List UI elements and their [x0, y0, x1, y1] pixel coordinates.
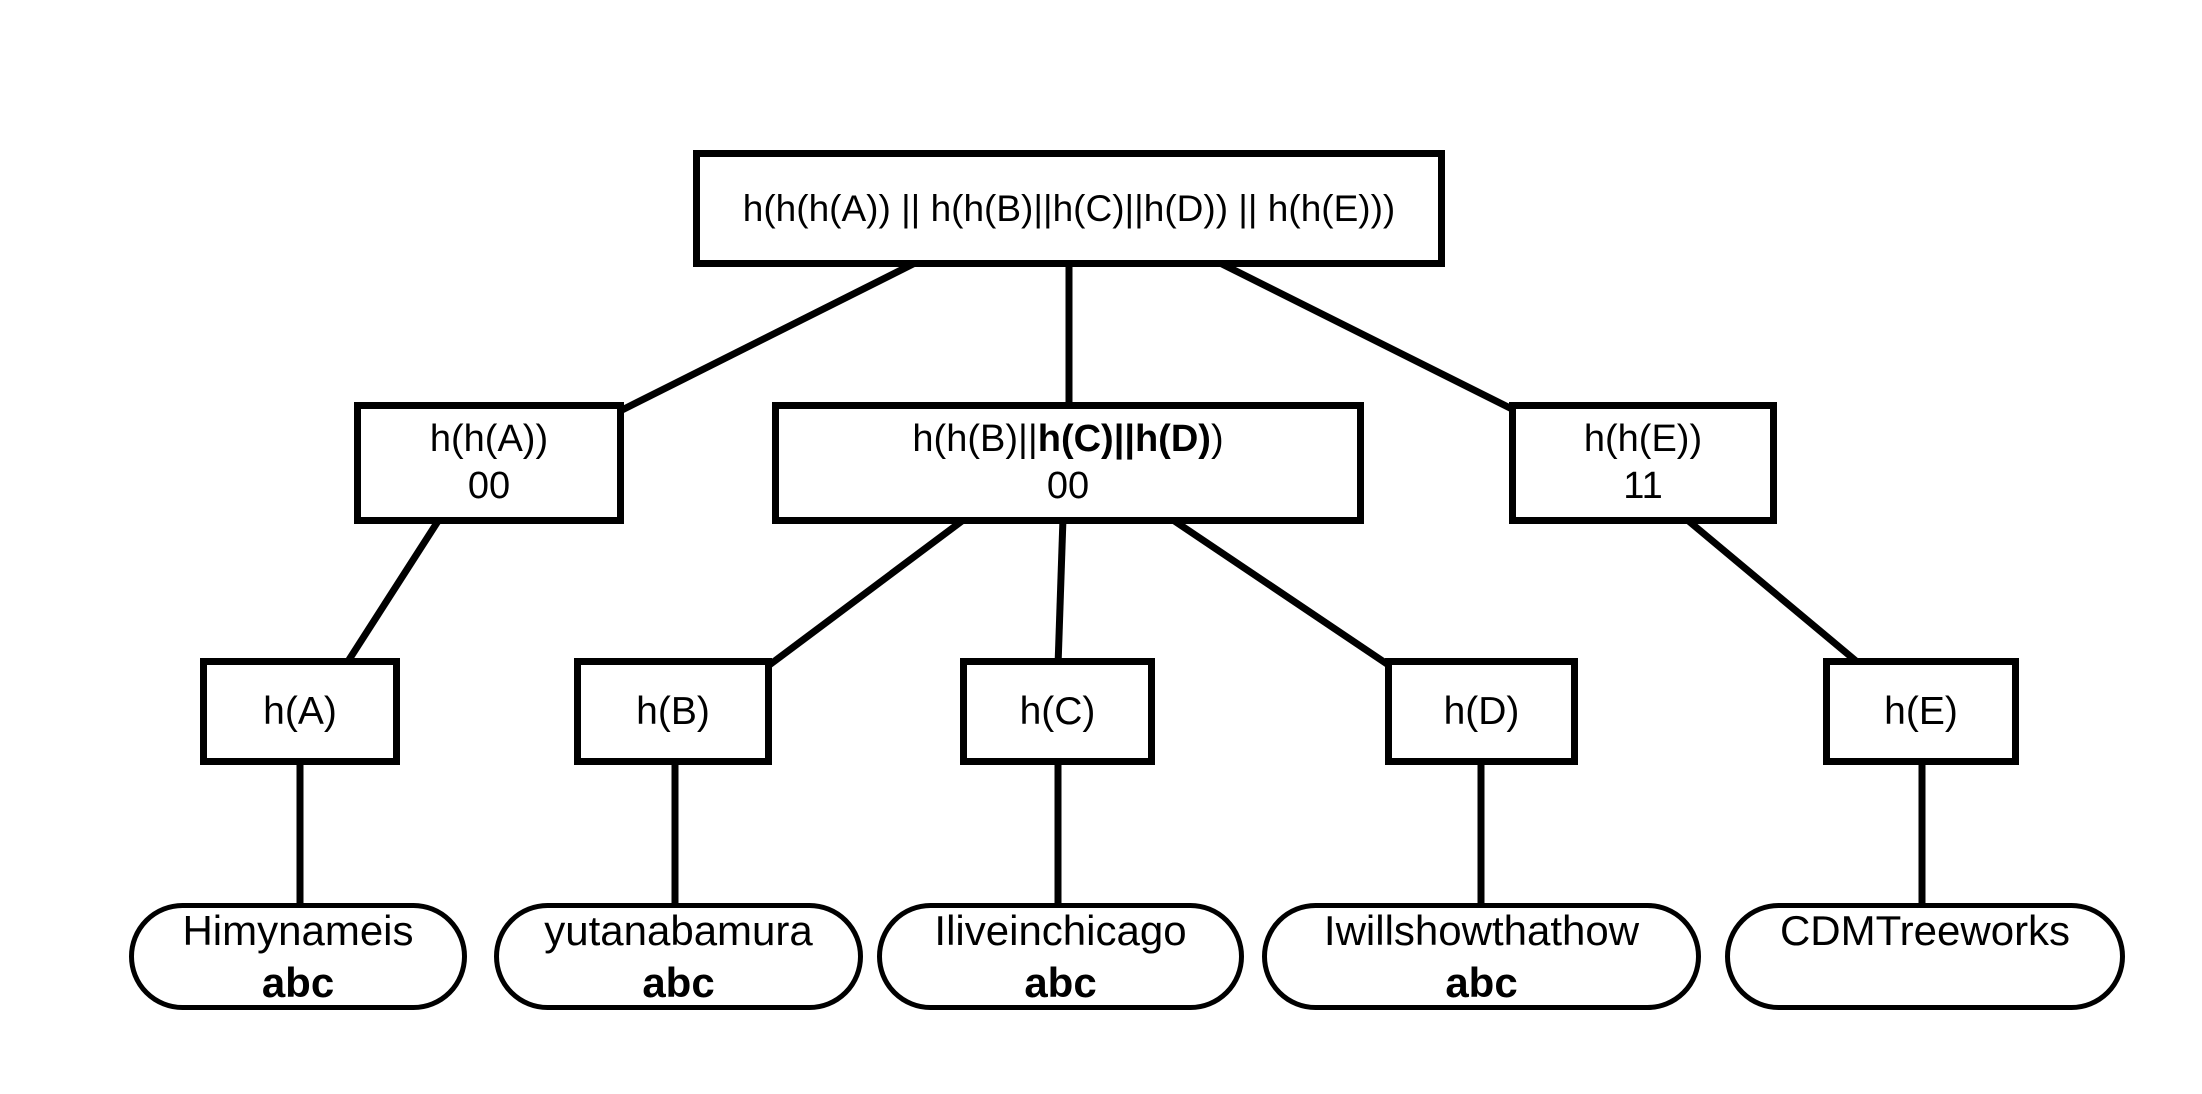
data-block-D-label: Iwillshowthathow	[1323, 906, 1640, 954]
leaf-hash-label-hA: h(A)	[263, 689, 337, 733]
leaf-hash-node-hB: h(B)	[574, 658, 772, 765]
internal-node-hhA-value: 00	[467, 465, 511, 507]
data-block-D: Iwillshowthathow abc	[1262, 903, 1701, 1010]
edge-root-midE	[1218, 259, 1516, 414]
data-block-B: yutanabamura abc	[494, 903, 863, 1010]
leaf-hash-label-hB: h(B)	[636, 689, 710, 733]
internal-node-hhBCD: h(h(B)||h(C)||h(D)) 00	[772, 402, 1364, 524]
data-block-E: CDMTreeworks	[1725, 903, 2125, 1010]
data-block-A-label: Himynameis	[182, 906, 414, 954]
data-block-C-label: Iliveinchicago	[934, 906, 1187, 954]
leaf-hash-label-hE: h(E)	[1884, 689, 1958, 733]
internal-node-hhE-label: h(h(E))	[1583, 418, 1703, 460]
data-block-B-label: yutanabamura	[544, 906, 813, 954]
data-block-D-value: abc	[1445, 958, 1518, 1006]
internal-node-hhA: h(h(A)) 00	[354, 402, 624, 524]
edge-midBCD-leafC	[1054, 517, 1067, 667]
internal-node-hhE-value: 11	[1623, 465, 1663, 507]
data-block-B-value: abc	[642, 958, 715, 1006]
edge-midA-leafA	[342, 516, 443, 668]
internal-node-hhBCD-label: h(h(B)||h(C)||h(D))	[912, 418, 1224, 460]
leaf-hash-node-hA: h(A)	[200, 658, 400, 765]
data-block-E-label: CDMTreeworks	[1779, 906, 2071, 954]
edge-midE-leafE	[1682, 515, 1865, 669]
root-hash-node: h(h(h(A)) || h(h(B)||h(C)||h(D)) || h(h(…	[693, 150, 1445, 267]
leaf-hash-label-hC: h(C)	[1019, 689, 1096, 733]
internal-node-hhBCD-value: 00	[1046, 465, 1090, 507]
data-block-C: Iliveinchicago abc	[877, 903, 1244, 1010]
data-block-A-value: abc	[261, 958, 335, 1006]
edge-midBCD-leafB	[765, 515, 969, 669]
leaf-hash-label-hD: h(D)	[1443, 689, 1520, 733]
edge-midBCD-leafD	[1168, 515, 1392, 669]
root-hash-label: h(h(h(A)) || h(h(B)||h(C)||h(D)) || h(h(…	[742, 187, 1396, 229]
leaf-hash-node-hC: h(C)	[960, 658, 1155, 765]
leaf-hash-node-hD: h(D)	[1385, 658, 1578, 765]
data-block-A: Himynameis abc	[129, 903, 467, 1010]
leaf-hash-node-hE: h(E)	[1823, 658, 2019, 765]
data-block-C-value: abc	[1024, 958, 1097, 1006]
internal-node-hhA-label: h(h(A))	[429, 418, 549, 460]
edge-root-midA	[620, 259, 917, 414]
internal-node-hhE: h(h(E)) 11	[1509, 402, 1777, 524]
